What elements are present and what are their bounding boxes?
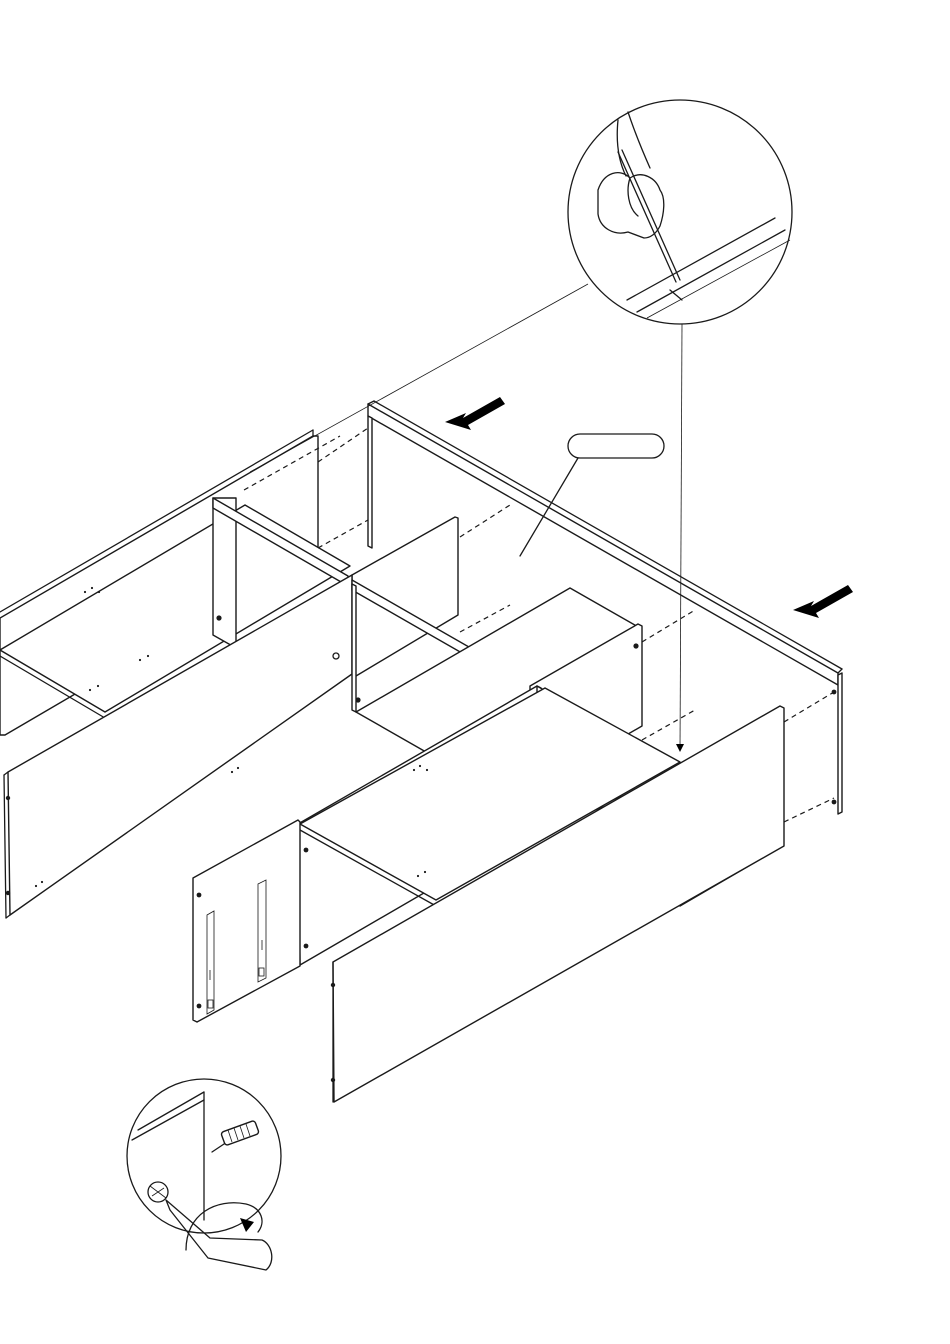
push-arrow-top — [445, 397, 505, 430]
right-end-panel — [832, 673, 842, 814]
push-arrow-right — [793, 585, 853, 618]
hand-pencil-icon — [598, 112, 680, 282]
front-left-end-panel — [193, 820, 308, 1022]
screwdriver-icon — [148, 1120, 272, 1270]
middle-back-partition — [368, 416, 372, 548]
cam-lock-screwdriver-detail — [127, 1079, 281, 1270]
